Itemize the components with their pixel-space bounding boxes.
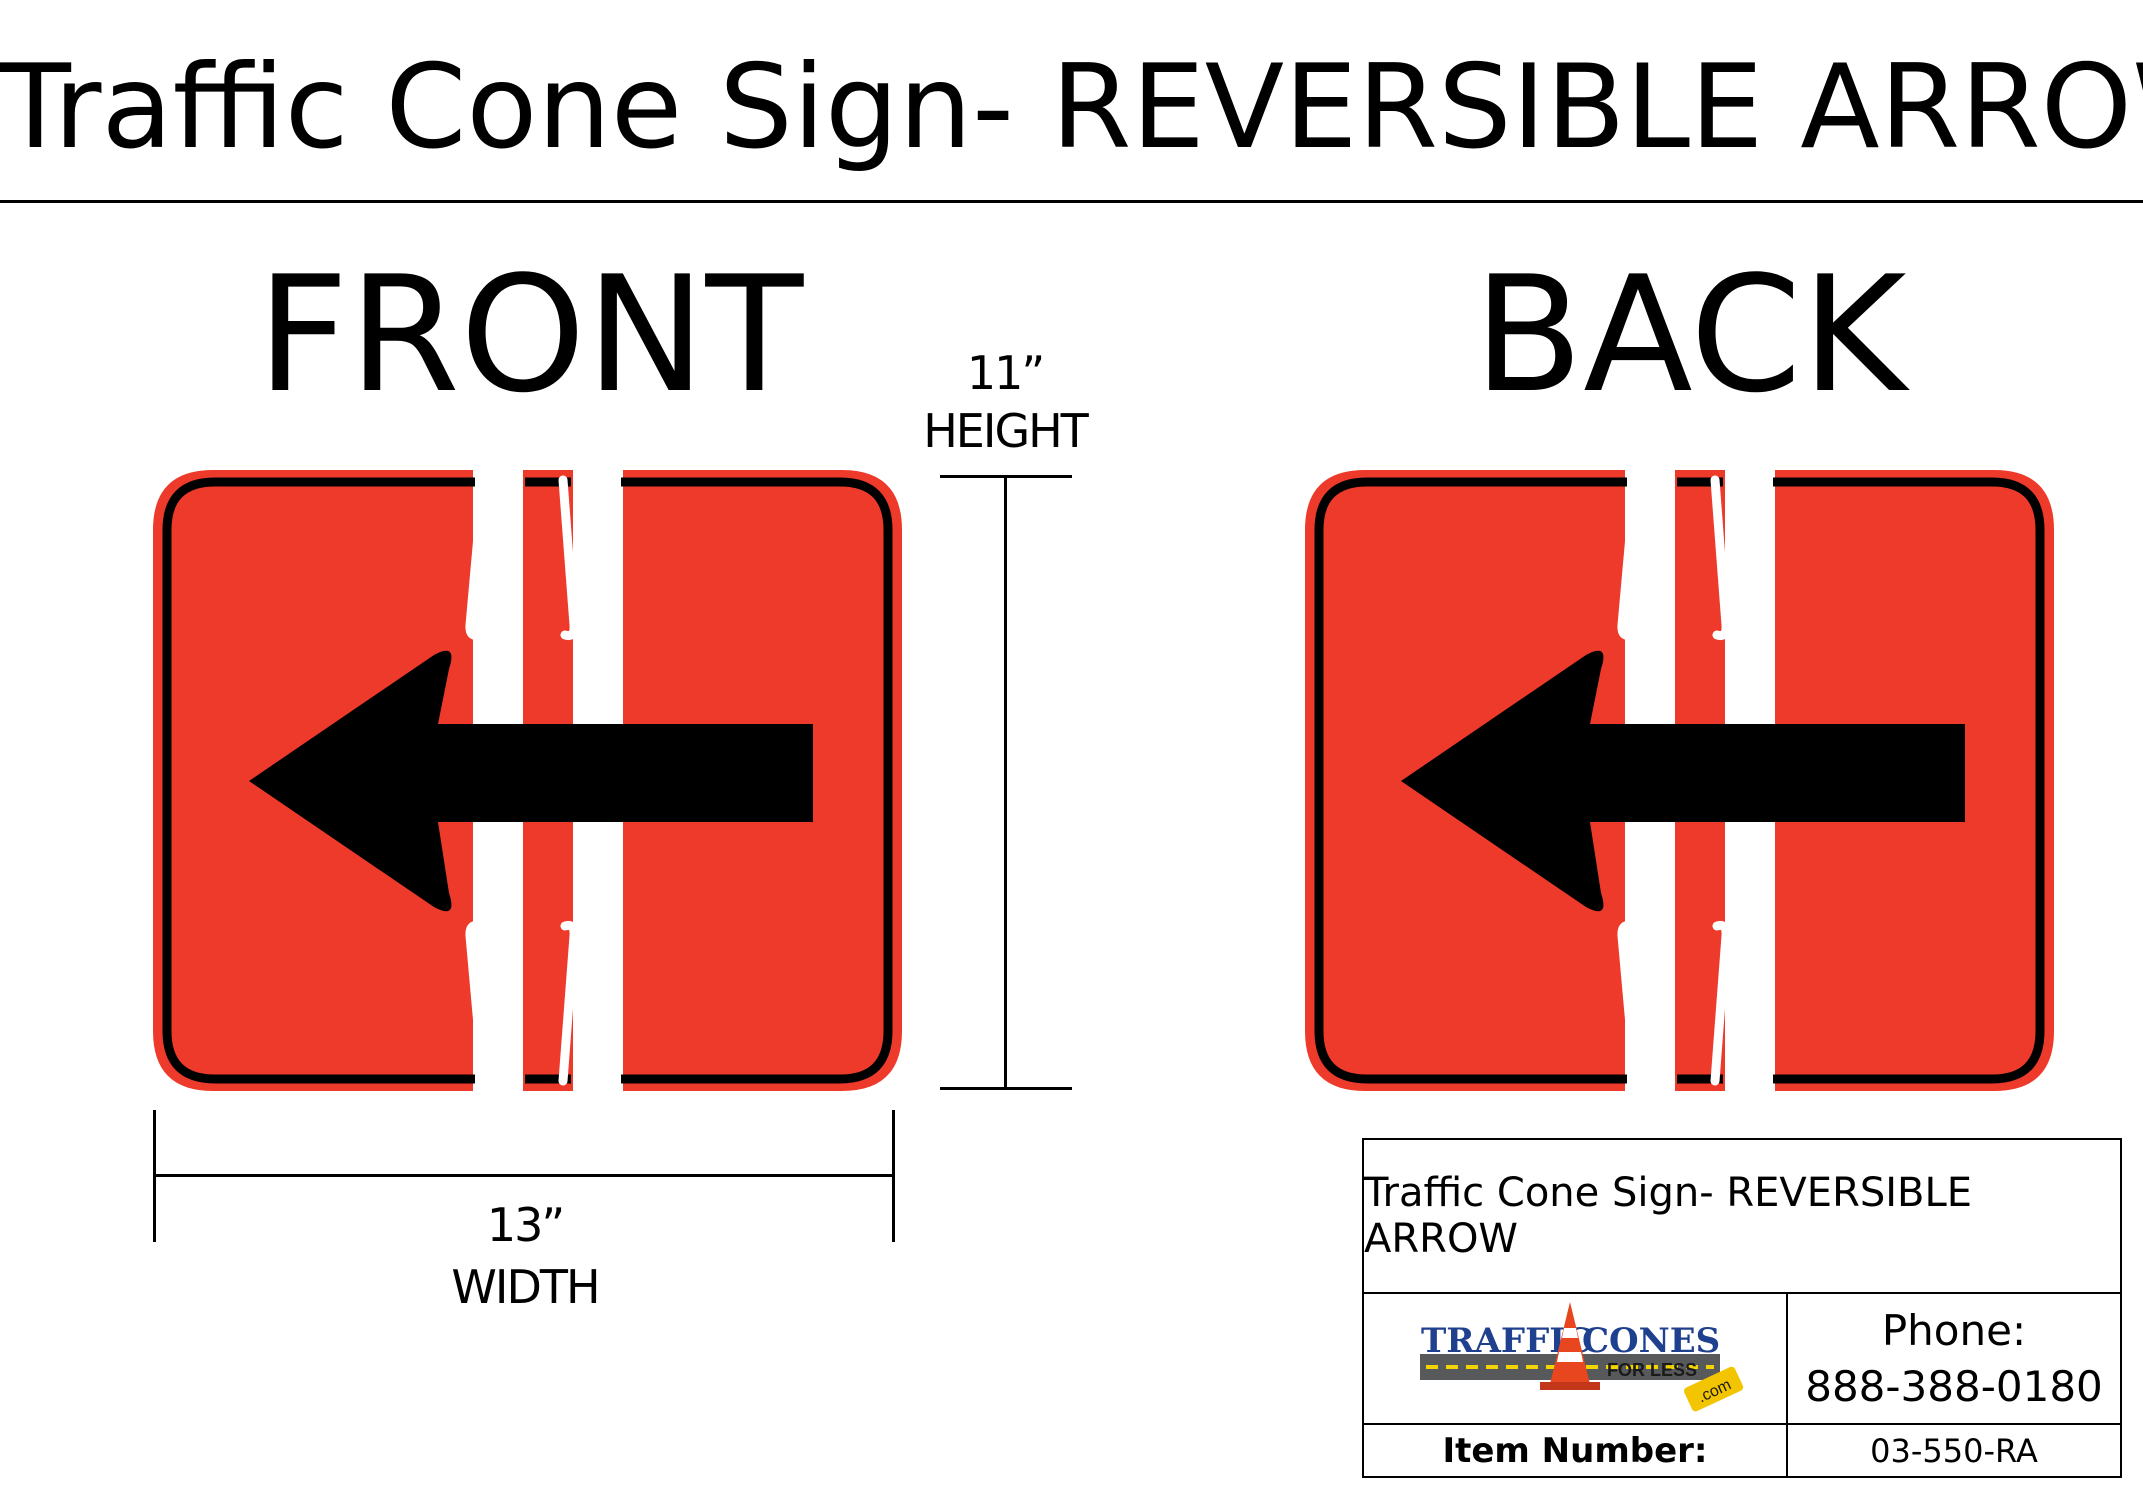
front-heading: FRONT xyxy=(256,241,804,428)
item-number-label: Item Number: xyxy=(1364,1425,1788,1476)
page-title: Traffic Cone Sign- REVERSIBLE ARROW xyxy=(0,40,2143,175)
sign-border-left xyxy=(162,477,475,1084)
title-block: Traffic Cone Sign- REVERSIBLE ARROW TRAF… xyxy=(1362,1138,2122,1478)
height-value: 11” xyxy=(966,346,1045,400)
traffic-cones-for-less-logo: TRAFFIC CONES FOR LESS .com xyxy=(1420,1302,1744,1412)
cone-slots xyxy=(1617,475,1731,1086)
back-heading: BACK xyxy=(1473,241,1907,428)
width-dimension-right-tick xyxy=(892,1110,895,1242)
front-sign-graphic xyxy=(153,470,902,1091)
phone-block: Phone: 888-388-0180 xyxy=(1788,1294,2120,1425)
sign-border-left xyxy=(1314,477,1627,1084)
traffic-cone-icon xyxy=(1550,1302,1590,1384)
cone-slots xyxy=(465,475,579,1086)
logo-tag: .com xyxy=(1684,1366,1744,1412)
left-arrow-icon xyxy=(249,650,813,912)
sign-border-right xyxy=(1773,477,2045,1084)
width-dimension-line xyxy=(153,1174,894,1177)
company-logo: TRAFFIC CONES FOR LESS .com xyxy=(1364,1294,1788,1425)
height-dimension-line xyxy=(1004,476,1007,1088)
width-value: 13” xyxy=(486,1198,565,1252)
item-number-value: 03-550-RA xyxy=(1870,1431,2038,1470)
left-arrow-icon xyxy=(1401,650,1965,912)
phone-label: Phone: xyxy=(1881,1305,2027,1355)
width-label: WIDTH xyxy=(451,1260,600,1314)
sign-border-right xyxy=(621,477,893,1084)
height-dimension-bottom-tick xyxy=(940,1087,1072,1090)
logo-word-cones: CONES xyxy=(1582,1321,1720,1361)
phone-number: 888-388-0180 xyxy=(1805,1361,2103,1411)
logo-tagline: FOR LESS xyxy=(1607,1360,1697,1380)
back-sign-graphic xyxy=(1305,470,2054,1091)
title-block-title: Traffic Cone Sign- REVERSIBLE ARROW xyxy=(1364,1140,2120,1294)
title-divider xyxy=(0,200,2143,203)
height-label: HEIGHT xyxy=(923,404,1089,458)
